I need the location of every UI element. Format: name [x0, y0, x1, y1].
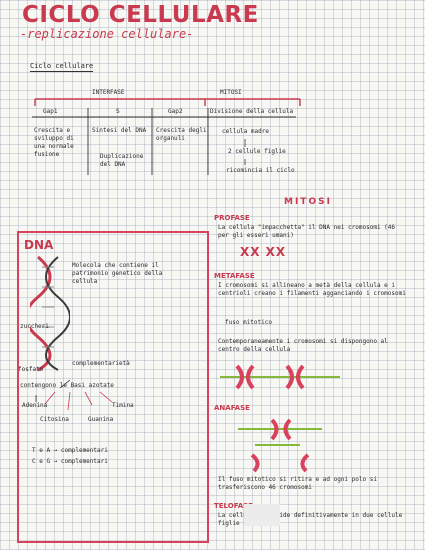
- metafase-drawing: [220, 364, 340, 390]
- anafase-text: Il fuso mitotico si ritira e ad ogni pol…: [218, 476, 377, 491]
- metafase-text: I cromosomi si allineano a metà della ce…: [218, 282, 406, 297]
- dna-box: [17, 231, 209, 543]
- dna-basi: contengono le Basi azotate: [20, 382, 114, 389]
- phase-s: S: [116, 108, 120, 115]
- metafase-note: fuso mitotico: [225, 319, 272, 326]
- dna-adenina: Adenina: [22, 402, 48, 409]
- interfase-label: INTERFASE: [92, 89, 125, 96]
- dna-citosina: Citosina: [40, 416, 69, 423]
- anafase-drawing: [238, 418, 322, 473]
- mitosi-text-3: ricomincia il ciclo: [226, 167, 295, 174]
- mitosi-text-2: 2 cellule figlie: [228, 148, 286, 155]
- profase-name: PROFASE: [214, 214, 250, 222]
- dna-pair-2: C e G → complementari: [32, 458, 108, 465]
- dna-fosfato: fosfato: [18, 366, 44, 373]
- mitosi-text: cellula madre: [222, 128, 269, 135]
- anafase-name: ANAFASE: [214, 404, 250, 412]
- phase-divisione: Divisione della cellula: [210, 108, 294, 115]
- dna-label: DNA: [24, 238, 54, 252]
- dna-guanina: Guanina: [88, 416, 114, 423]
- dna-timina: Timina: [112, 402, 134, 409]
- dna-description: Molecola che contiene il patrimonio gene…: [72, 262, 163, 285]
- telofase-name: TELOFASE: [214, 502, 253, 510]
- telofase-text: La cellula si divide definitivamente in …: [218, 512, 403, 527]
- dna-helix-icon: [30, 255, 70, 372]
- s-text-2: Duplicazione del DNA: [100, 153, 144, 168]
- page-subtitle: -replicazione cellulare-: [20, 27, 194, 41]
- gap2-text: Crescita degli organuli: [156, 127, 207, 142]
- phase-gap2: Gap2: [168, 108, 183, 115]
- page-title: CICLO CELLULARE: [22, 2, 259, 28]
- gap1-text: Crescita e sviluppo di una normale fusio…: [34, 127, 74, 158]
- metafase-name: METAFASE: [214, 272, 255, 280]
- mitosi-label: MITOSI: [220, 89, 242, 96]
- profase-chromosomes: XX XX: [240, 245, 287, 259]
- photo-patch: [244, 504, 280, 526]
- cycle-heading: Ciclo cellulare: [30, 62, 94, 72]
- dna-complementarieta: complementarietà: [72, 360, 130, 367]
- metafase-text-2: Contemporaneamente i cromosomi si dispon…: [218, 338, 388, 353]
- dna-pair-1: T e A → complementari: [32, 447, 108, 454]
- mitosi-heading: MITOSI: [284, 197, 332, 207]
- dna-zuccheri: zuccheri: [20, 323, 49, 330]
- s-text: Sintesi del DNA: [92, 127, 147, 134]
- phase-gap1: Gap1: [43, 108, 58, 115]
- profase-text: La cellula "impacchetta" il DNA nei crom…: [218, 224, 396, 239]
